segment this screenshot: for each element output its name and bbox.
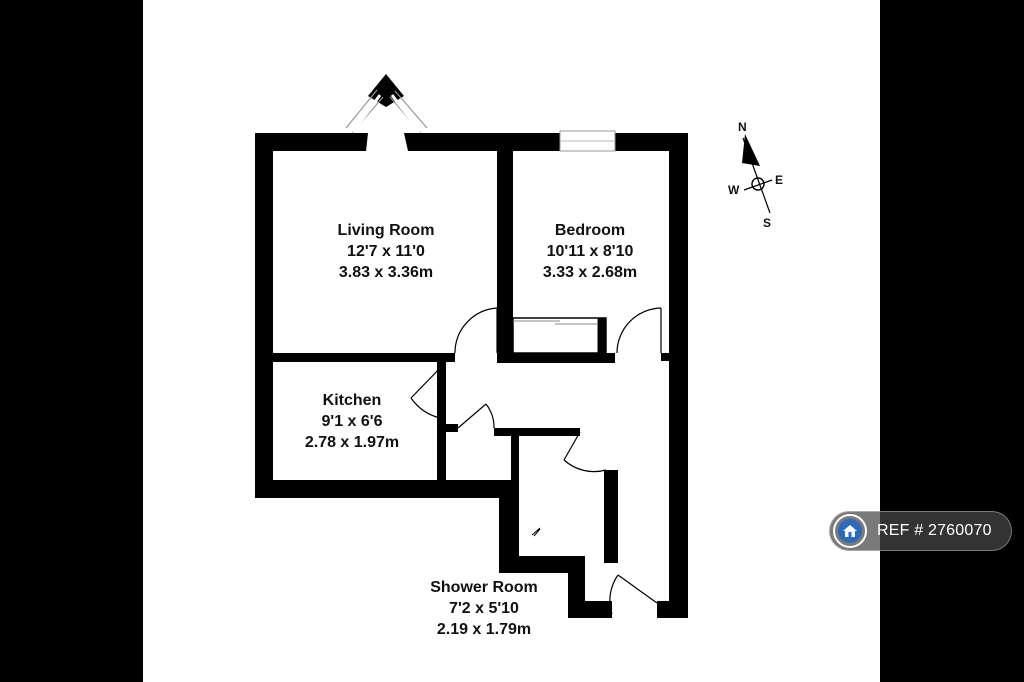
wall-shower-east <box>604 470 618 563</box>
wall-entry-right <box>657 601 688 618</box>
kitchen-metric: 2.78 x 1.97m <box>304 434 400 451</box>
bay-window-left <box>345 89 378 129</box>
wall-south-kitchen <box>255 480 515 498</box>
door-kitchen <box>410 361 447 419</box>
wall-west <box>255 133 273 498</box>
compass <box>742 134 773 214</box>
north-arrow-icon <box>742 134 760 166</box>
door-entrance <box>609 574 658 615</box>
walls <box>255 74 688 618</box>
wall-bedroom-south-right <box>661 353 688 361</box>
ref-number: REF # 2760070 <box>877 522 992 539</box>
ref-badge: REF # 2760070 <box>829 511 1012 551</box>
wall-bedroom-south <box>497 353 615 363</box>
shower-room-imperial: 7'2 x 5'10 <box>449 600 519 617</box>
living-room-metric: 3.83 x 3.36m <box>338 264 434 281</box>
wall-north-left <box>255 133 361 151</box>
wall-cupboard-stub <box>446 424 458 432</box>
door-cupboard <box>457 403 495 429</box>
wall-north-mid <box>414 133 560 151</box>
shower-arrow <box>531 527 541 537</box>
bedroom-label: Bedroom 10'11 x 8'10 3.33 x 2.68m <box>500 220 680 283</box>
living-room-imperial: 12'7 x 11'0 <box>347 243 425 260</box>
door-shower <box>563 431 607 473</box>
door-bedroom <box>616 307 662 354</box>
kitchen-name: Kitchen <box>322 392 382 409</box>
bedroom-metric: 3.33 x 2.68m <box>542 264 638 281</box>
home-icon <box>833 514 867 548</box>
bedroom-name: Bedroom <box>554 222 626 239</box>
bay-right-corner <box>404 133 420 151</box>
shower-room-label: Shower Room 7'2 x 5'10 2.19 x 1.79m <box>394 577 574 640</box>
wall-kitchen-east <box>437 353 446 498</box>
wall-living-kitchen <box>273 353 455 362</box>
compass-north-label: N <box>738 120 747 134</box>
doors <box>410 307 662 615</box>
compass-south-label: S <box>763 216 772 230</box>
wall-living-bedroom <box>497 151 513 363</box>
bay-left-corner <box>354 133 368 151</box>
wall-east <box>669 133 688 618</box>
wardrobe <box>512 317 607 354</box>
wall-shower-bottom <box>499 556 585 573</box>
compass-east-label: E <box>775 173 784 187</box>
shower-room-name: Shower Room <box>430 579 538 596</box>
wall-shower-top <box>494 428 580 436</box>
living-room-name: Living Room <box>337 222 435 239</box>
door-living <box>454 307 498 354</box>
wall-entry-bottom <box>568 601 612 618</box>
kitchen-label: Kitchen 9'1 x 6'6 2.78 x 1.97m <box>262 390 442 453</box>
bedroom-imperial: 10'11 x 8'10 <box>546 243 634 260</box>
bay-window-right <box>394 90 428 129</box>
kitchen-imperial: 9'1 x 6'6 <box>321 413 383 430</box>
bay-window-glass <box>351 94 422 133</box>
wall-shower-west <box>511 428 519 558</box>
compass-west-label: W <box>728 183 740 197</box>
bedroom-window <box>559 130 616 152</box>
shower-room-metric: 2.19 x 1.79m <box>436 621 532 638</box>
living-room-label: Living Room 12'7 x 11'0 3.83 x 3.36m <box>296 220 476 283</box>
